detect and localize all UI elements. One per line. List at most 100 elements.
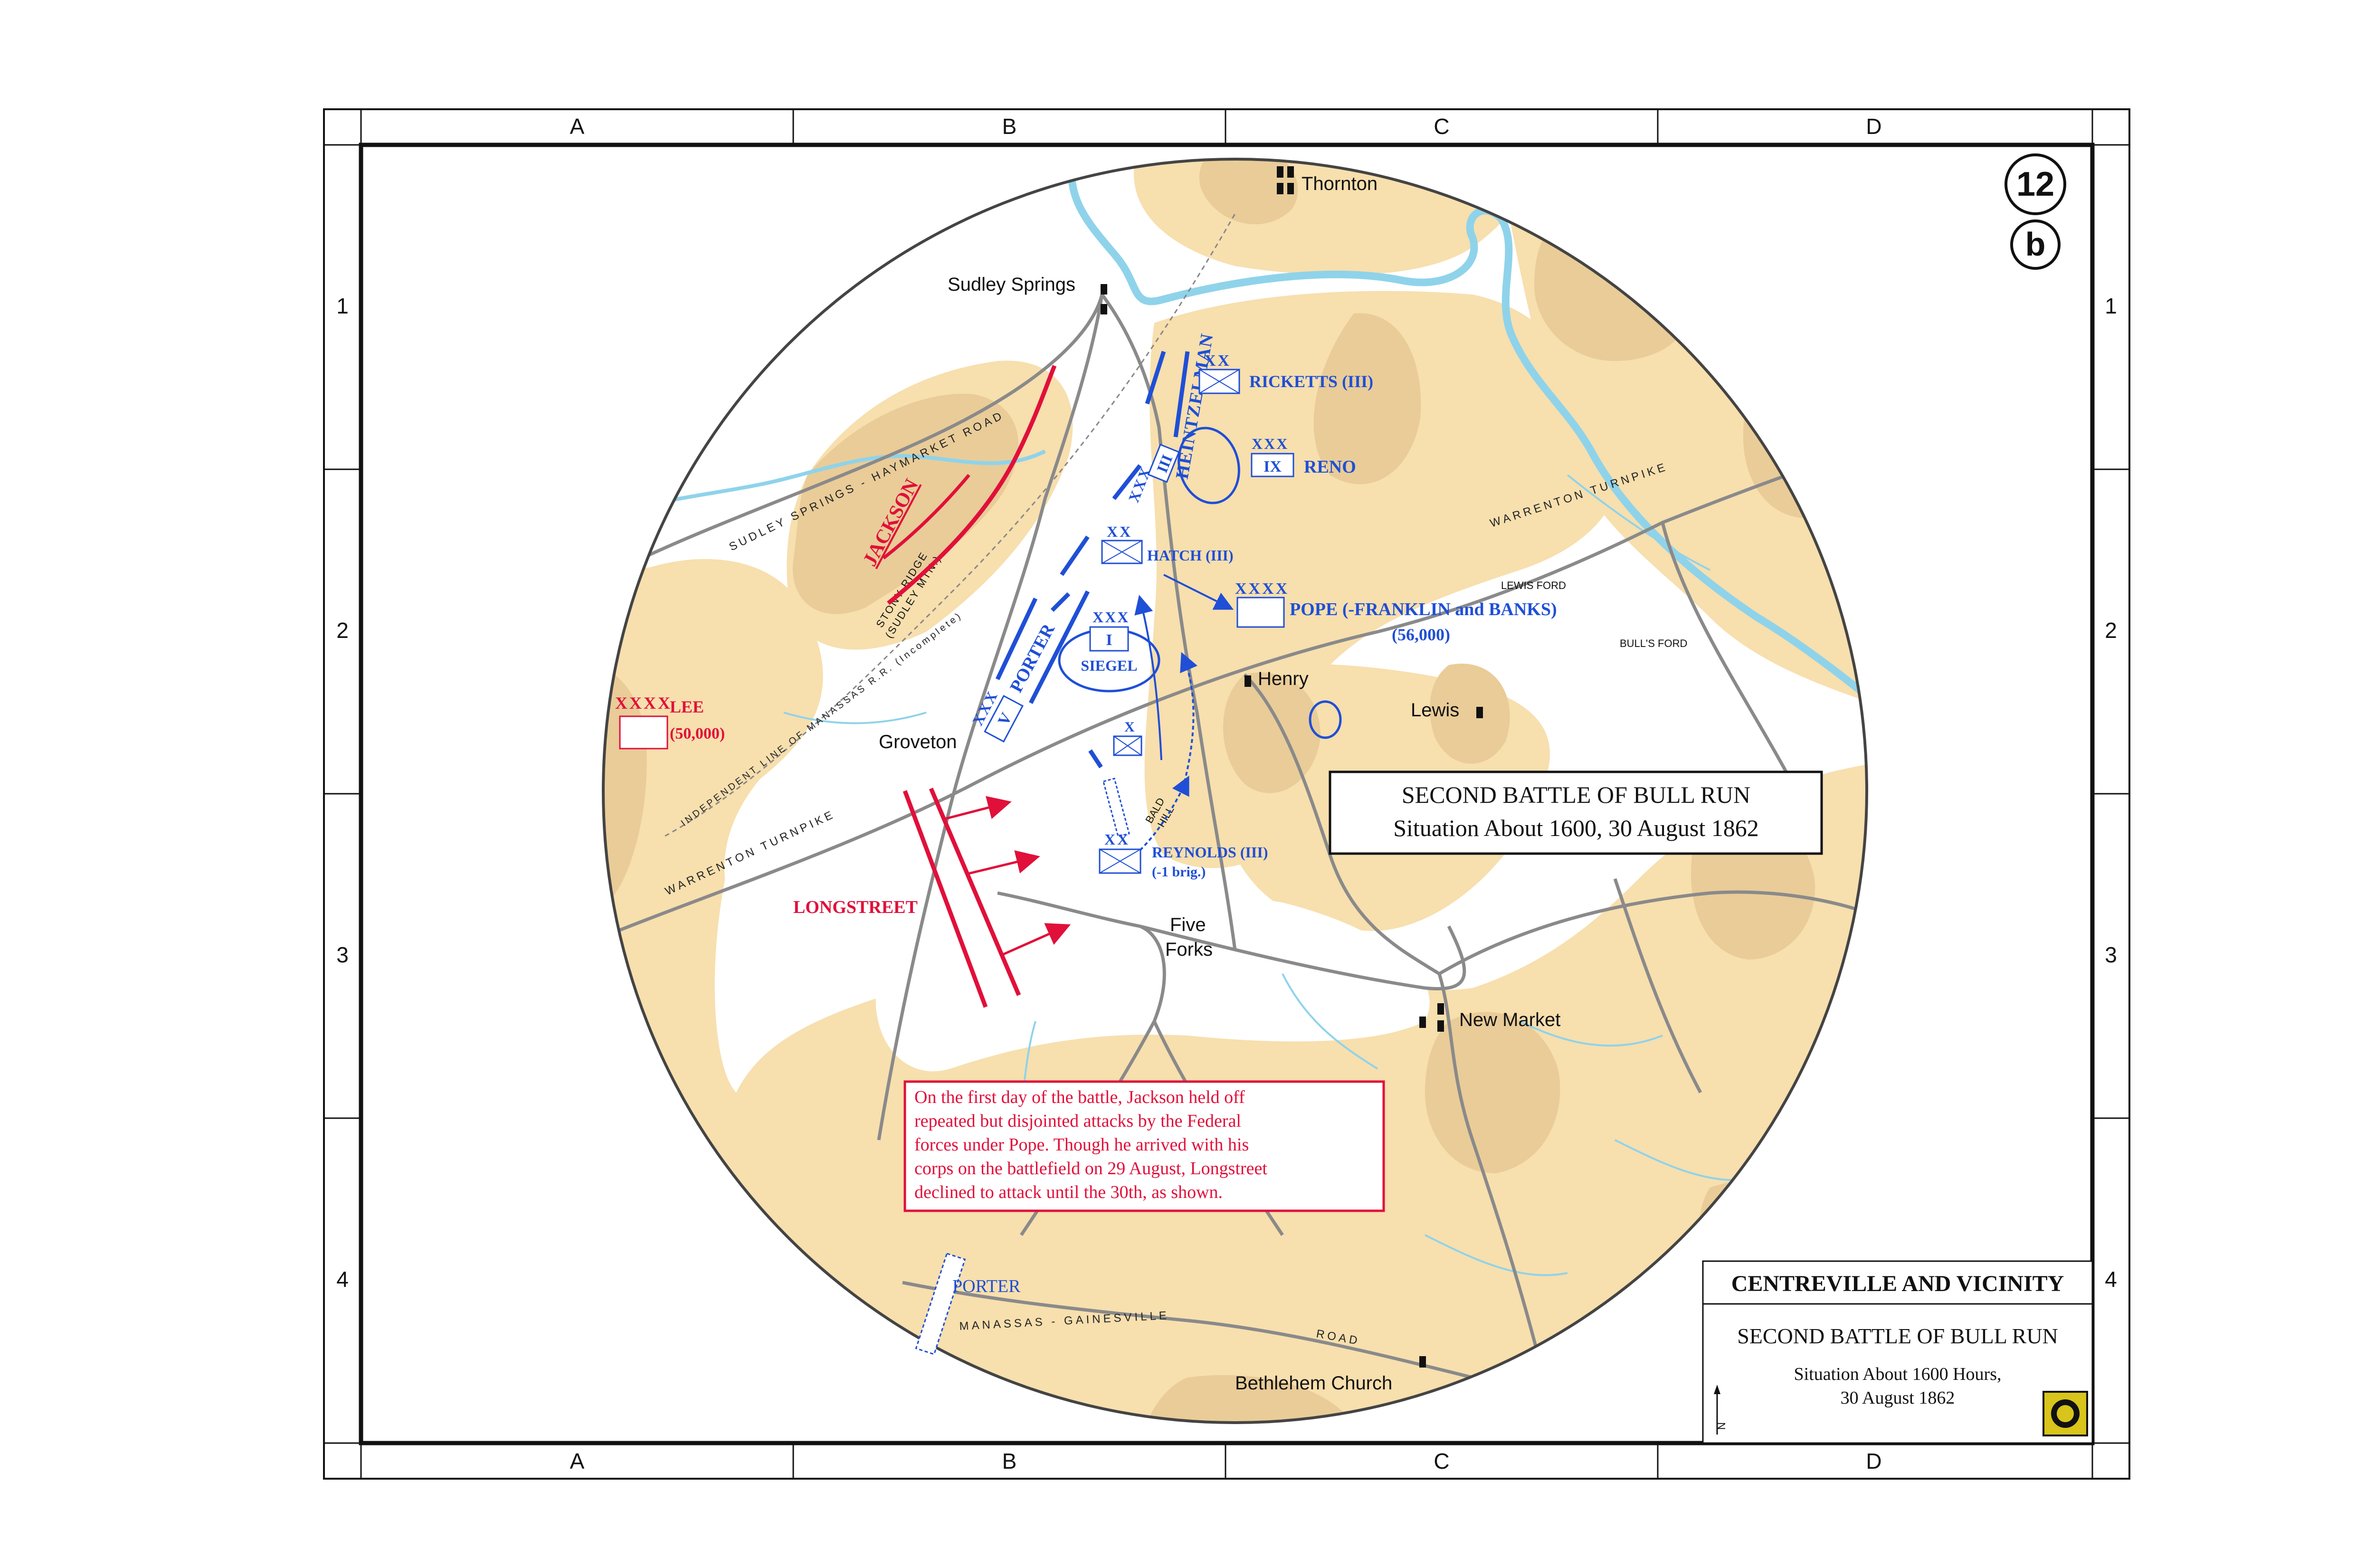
- longstreet-label: LONGSTREET: [793, 897, 918, 917]
- place-thornton: Thornton: [1302, 173, 1378, 194]
- porter-south-label: PORTER: [952, 1276, 1021, 1296]
- jackson-line-inner: [882, 474, 970, 560]
- row-label-4-left: 4: [336, 1267, 349, 1292]
- pope-label: POPE (-FRANKLIN and BANKS): [1290, 599, 1557, 619]
- brigade-x-2: [1113, 736, 1142, 756]
- reynolds-echelon: XX: [1104, 831, 1130, 848]
- note-box: On the first day of the battle, Jackson …: [903, 1080, 1385, 1212]
- title-block-line1: Situation About 1600 Hours,: [1794, 1364, 2001, 1384]
- union-line-f: [1088, 749, 1103, 769]
- siegel-box: [1089, 626, 1129, 652]
- hatch-echelon: XX: [1107, 523, 1132, 540]
- place-lewis: Lewis: [1411, 700, 1459, 721]
- heintzelman-line-2: [1173, 351, 1190, 437]
- place-new-market: New Market: [1459, 1009, 1560, 1030]
- row-label-2-right: 2: [2105, 618, 2117, 643]
- longstreet-line-2: [929, 788, 1021, 996]
- row-label-1-right: 1: [2105, 294, 2117, 318]
- henry-hill-position: [1309, 700, 1342, 739]
- heintzelman-box: [1147, 443, 1180, 483]
- reno-box: [1251, 453, 1294, 477]
- title-block-subtitle: SECOND BATTLE OF BULL RUN: [1737, 1324, 2058, 1348]
- union-line-a: [1112, 464, 1142, 500]
- brigade-echelon: X: [1124, 719, 1135, 735]
- bald-hill-arrow-dotted: [1139, 775, 1189, 851]
- union-line-e: [1028, 590, 1090, 704]
- lee-strength: (50,000): [670, 725, 725, 742]
- place-bethlehem-church: Bethlehem Church: [1235, 1373, 1392, 1394]
- col-label-a-bottom: A: [570, 1449, 585, 1473]
- col-label-d-top: D: [1866, 114, 1881, 139]
- pope-box: [1236, 597, 1285, 628]
- porter-main-box: [984, 694, 1024, 743]
- row-label-3-right: 3: [2105, 942, 2117, 967]
- union-line-d: [995, 598, 1038, 680]
- bald-hill-dashed-position: [1102, 778, 1130, 837]
- col-label-b-bottom: B: [1002, 1449, 1017, 1473]
- place-five-forks-line1: Five: [1170, 914, 1206, 935]
- north-label: N: [1716, 1422, 1728, 1430]
- reno-corps: IX: [1264, 458, 1282, 475]
- heintzelman-line-1: [1145, 351, 1166, 405]
- map-circle-outline: [602, 158, 1868, 1424]
- note-line-2: repeated but disjointed attacks by the F…: [914, 1111, 1241, 1131]
- porter-south-position: [915, 1253, 966, 1355]
- situation-line1: SECOND BATTLE OF BULL RUN: [1402, 781, 1750, 808]
- hatch-label: HATCH (III): [1147, 547, 1234, 564]
- north-arrow-head-icon: [1714, 1385, 1720, 1394]
- reynolds-x-2: [1099, 849, 1141, 874]
- unfinished-railroad: [665, 213, 1236, 837]
- reno-position: [1178, 427, 1240, 504]
- situation-line2: Situation About 1600, 30 August 1862: [1393, 815, 1759, 841]
- place-bulls-ford: BULL'S FORD: [1620, 637, 1687, 649]
- ricketts-label: RICKETTS (III): [1249, 372, 1373, 391]
- note-line-3: forces under Pope. Though he arrived wit…: [914, 1135, 1249, 1155]
- reno-label: RENO: [1304, 457, 1356, 477]
- lee-echelon: XXXX: [615, 694, 672, 713]
- reynolds-label: REYNOLDS (III): [1152, 844, 1268, 861]
- reynolds-sub: (-1 brig.): [1152, 864, 1206, 880]
- longstreet-arrow-2: [966, 850, 1040, 875]
- union-forces: HEINTZELMAN XXX III XX RICKETTS (III) XX…: [915, 332, 1557, 1355]
- ricketts-echelon: XX: [1204, 352, 1231, 370]
- title-block: CENTREVILLE AND VICINITY SECOND BATTLE O…: [1702, 1260, 2093, 1444]
- col-label-c-top: C: [1434, 114, 1449, 139]
- title-block-line2: 30 August 1862: [1841, 1388, 1955, 1408]
- place-sudley-springs: Sudley Springs: [948, 274, 1075, 295]
- col-label-d-bottom: D: [1866, 1449, 1881, 1473]
- row-label-4-right: 4: [2105, 1267, 2117, 1292]
- note-line-5: declined to attack until the 30th, as sh…: [914, 1182, 1223, 1202]
- roads-layer: [617, 293, 1867, 1379]
- jackson-line: [887, 365, 1057, 605]
- lee-unit-box: [619, 715, 668, 750]
- place-five-forks-line2: Forks: [1165, 939, 1213, 960]
- ricketts-x-2: [1199, 369, 1240, 394]
- union-line-c: [1050, 592, 1071, 612]
- pope-strength: (56,000): [1392, 625, 1450, 644]
- union-line-b: [1060, 535, 1090, 576]
- situation-box: SECOND BATTLE OF BULL RUN Situation Abou…: [1329, 770, 1823, 855]
- place-bald-hill: BALD HILL: [1143, 796, 1176, 829]
- siegel-arrow: [1134, 595, 1162, 760]
- reno-echelon: XXX: [1252, 435, 1289, 452]
- note-line-4: corps on the battlefield on 29 August, L…: [914, 1159, 1267, 1178]
- longstreet-arrow-1: [942, 796, 1012, 821]
- reynolds-arrow-dotted: [1180, 652, 1197, 789]
- place-lewis-ford: LEWIS FORD: [1501, 580, 1566, 591]
- map-number-badge: 12 b: [2004, 153, 2066, 270]
- place-groveton: Groveton: [879, 732, 957, 752]
- hatch-x-2: [1102, 540, 1142, 564]
- map-letter: b: [2025, 226, 2046, 263]
- row-label-3-left: 3: [336, 942, 349, 967]
- row-label-2-left: 2: [336, 618, 349, 643]
- place-henry: Henry: [1258, 668, 1309, 689]
- pope-echelon: XXXX: [1235, 580, 1289, 598]
- col-label-a-top: A: [570, 114, 585, 139]
- siegel-echelon: XXX: [1092, 608, 1130, 626]
- pope-advance-arrow: [1163, 574, 1234, 610]
- siegel-corps: I: [1106, 631, 1112, 649]
- title-block-title: CENTREVILLE AND VICINITY: [1731, 1271, 2064, 1296]
- map-number: 12: [2016, 165, 2054, 203]
- note-line-1: On the first day of the battle, Jackson …: [914, 1087, 1245, 1107]
